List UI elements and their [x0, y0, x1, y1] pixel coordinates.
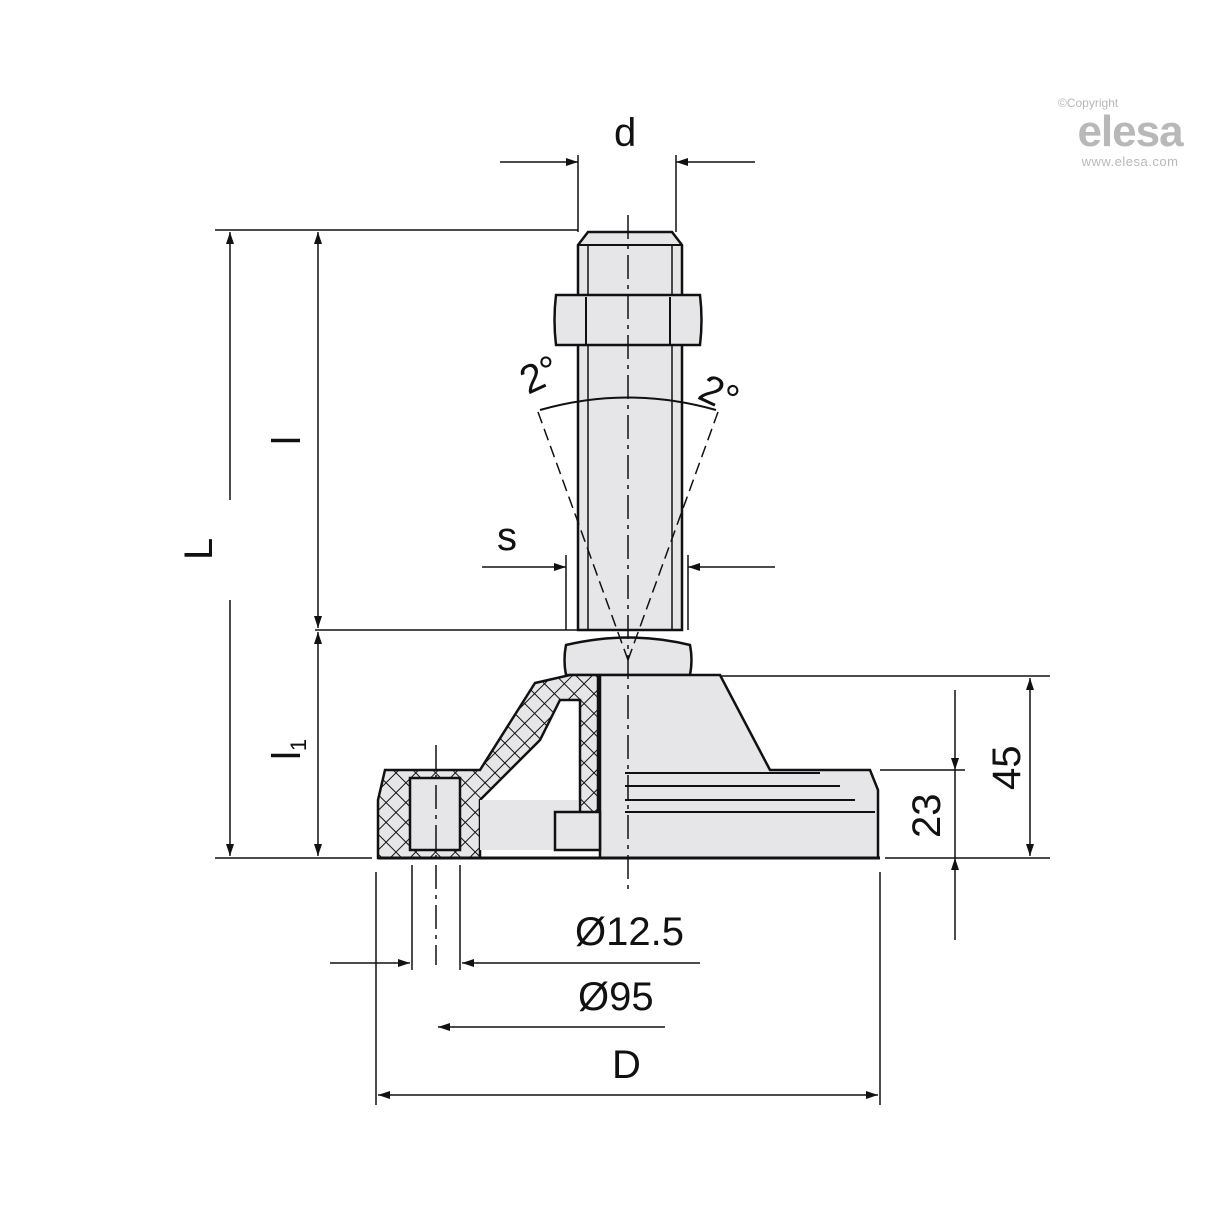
- label-s: s: [497, 515, 517, 559]
- label-L: L: [177, 538, 221, 560]
- hole-bore: [408, 776, 462, 852]
- lock-nut: [553, 293, 703, 347]
- label-l: l: [265, 436, 309, 445]
- dimension-labels: d L l l1 s 2° 2° 23 45 Ø12.5 Ø95 D: [177, 111, 1029, 1087]
- label-23: 23: [905, 794, 949, 839]
- threaded-stud: [576, 230, 684, 632]
- elesa-watermark: ©Copyright elesa www.elesa.com: [1050, 96, 1210, 169]
- base-body: [598, 673, 880, 860]
- center-lines: [435, 215, 629, 965]
- tilt-arc: [539, 396, 717, 411]
- website-url: www.elesa.com: [1081, 154, 1179, 169]
- label-D: D: [612, 1043, 641, 1087]
- label-l1: l1: [265, 739, 311, 760]
- label-hole-diameter: Ø12.5: [575, 910, 684, 954]
- label-tilt-right: 2°: [692, 366, 745, 422]
- copyright-text: ©Copyright: [1058, 96, 1119, 110]
- tilt-cone-lines: [537, 411, 719, 661]
- elesa-logo: elesa: [1077, 107, 1183, 156]
- label-tilt-left: 2°: [513, 347, 566, 403]
- label-hole-circle: Ø95: [578, 975, 654, 1019]
- dimension-lines: [215, 155, 1050, 1105]
- label-d: d: [614, 111, 636, 155]
- label-45: 45: [985, 746, 1029, 791]
- part-geometry: [376, 230, 880, 860]
